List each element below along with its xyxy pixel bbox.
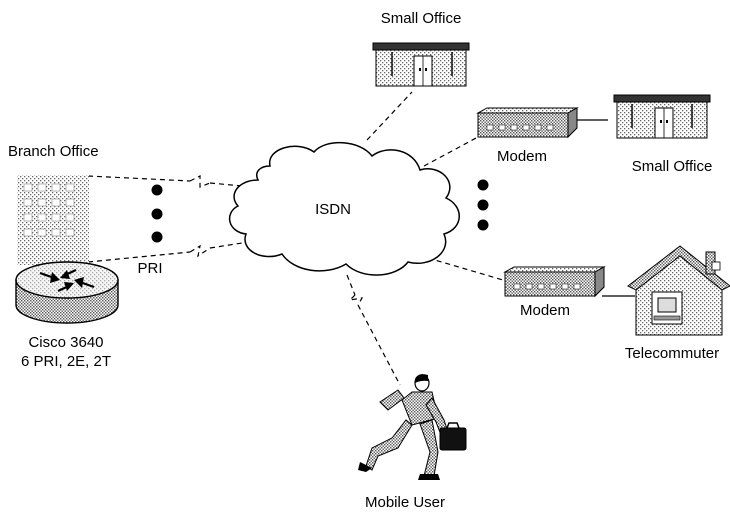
pri-link-bottom: [87, 242, 243, 263]
small-office-top-label: Small Office: [380, 10, 462, 27]
link-mobile-user: [346, 274, 401, 386]
mobile-user-label: Mobile User: [364, 494, 446, 511]
mobile-user-icon: [358, 374, 467, 480]
building-icon: [17, 175, 89, 265]
branch-office-label: Branch Office: [8, 143, 99, 160]
router-icon: [15, 261, 119, 324]
modem-upper-label: Modem: [496, 148, 548, 165]
modem-icon-lower: [503, 266, 606, 298]
router-name-label: Cisco 3640: [28, 334, 104, 351]
link-small-office-top: [366, 91, 413, 141]
router-spec-label: 6 PRI, 2E, 2T: [20, 353, 112, 370]
cloud-label: ISDN: [315, 201, 351, 218]
small-office-right-label: Small Office: [631, 158, 713, 175]
ellipsis-right: [477, 179, 489, 231]
telecommuter-label: Telecommuter: [624, 345, 720, 362]
modem-icon-upper: [476, 107, 579, 139]
pri-link-top: [87, 175, 243, 188]
house-icon: [627, 245, 730, 336]
office-icon-top: [372, 42, 470, 87]
office-icon-right: [613, 94, 711, 139]
link-modem-upper: [423, 136, 479, 167]
cloud-icon: [228, 141, 460, 276]
link-modem-lower: [427, 257, 504, 281]
pri-label: PRI: [137, 260, 163, 277]
ellipsis-left: [151, 184, 163, 243]
modem-lower-label: Modem: [519, 302, 571, 319]
connection-lines: [87, 91, 635, 386]
